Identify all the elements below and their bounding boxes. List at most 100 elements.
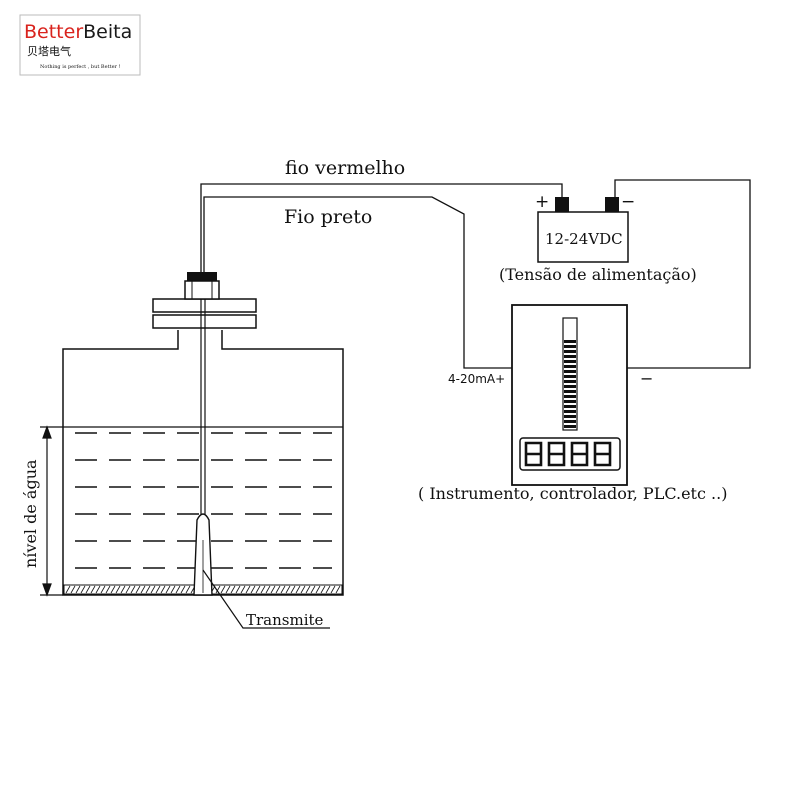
- hatch-line: [330, 585, 336, 594]
- hatch-line: [175, 585, 181, 594]
- hatch-line: [230, 585, 236, 594]
- hatch-line: [100, 585, 106, 594]
- water-level-dimension: [40, 425, 63, 597]
- hatch-line: [290, 585, 296, 594]
- bar-segment: [564, 370, 576, 373]
- hatch-line: [285, 585, 291, 594]
- hatch-line: [335, 585, 341, 594]
- hatch-line: [305, 585, 311, 594]
- hatch-line: [120, 585, 126, 594]
- hatch-line: [295, 585, 301, 594]
- bar-segment: [564, 395, 576, 398]
- hatch-line: [325, 585, 331, 594]
- logo-chinese: 贝塔电气: [27, 44, 71, 58]
- hatch-line: [240, 585, 246, 594]
- hatch-line: [65, 585, 71, 594]
- hatch-line: [245, 585, 251, 594]
- hatch-line: [270, 585, 276, 594]
- svg-text:BetterBeita: BetterBeita: [24, 21, 132, 43]
- bar-segment: [564, 425, 576, 428]
- transmitter-leader: [202, 569, 330, 629]
- hatch-line: [235, 585, 241, 594]
- hatch-line: [135, 585, 141, 594]
- bar-segment: [564, 390, 576, 393]
- hatch-line: [180, 585, 186, 594]
- hatch-line: [150, 585, 156, 594]
- hatch-line: [165, 585, 171, 594]
- hatch-line: [75, 585, 81, 594]
- hatch-line: [260, 585, 266, 594]
- hatch-line: [90, 585, 96, 594]
- cable-gland-icon: [184, 272, 220, 300]
- bar-segment: [564, 415, 576, 418]
- positive-terminal: [555, 197, 569, 212]
- hatch-line: [315, 585, 321, 594]
- instrument-caption: ( Instrumento, controlador, PLC.etc ..): [418, 484, 727, 503]
- bar-segment: [564, 360, 576, 363]
- hatch-line: [320, 585, 326, 594]
- bar-segment: [564, 410, 576, 413]
- hatch-line: [170, 585, 176, 594]
- hatch-line: [115, 585, 121, 594]
- supply-caption: (Tensão de alimentação): [499, 265, 697, 284]
- bar-segment: [564, 340, 576, 343]
- bar-segment: [564, 405, 576, 408]
- hatch-line: [160, 585, 166, 594]
- logo-tagline: Nothing is perfect , but Better !: [40, 64, 121, 70]
- hatch-line: [185, 585, 191, 594]
- digit-8: [524, 441, 543, 467]
- hatch-line: [85, 585, 91, 594]
- minus-sign-right: −: [640, 369, 653, 388]
- hatch-line: [105, 585, 111, 594]
- bar-segment: [564, 380, 576, 383]
- hatch-line: [225, 585, 231, 594]
- bar-segment: [564, 355, 576, 358]
- power-supply: + − 12-24VDC (Tensão de alimentação): [499, 192, 697, 284]
- pressure-transmitter-icon: [193, 513, 213, 596]
- black-wire-label: Fio preto: [284, 206, 372, 228]
- bar-segment: [564, 385, 576, 388]
- hatch-line: [250, 585, 256, 594]
- hatch-line: [215, 585, 221, 594]
- bar-segment: [564, 345, 576, 348]
- hatch-line: [310, 585, 316, 594]
- hatch-line: [275, 585, 281, 594]
- hatch-line: [220, 585, 226, 594]
- bar-segment: [564, 365, 576, 368]
- red-wire: [200, 183, 563, 275]
- bar-graph-icon: [562, 317, 578, 431]
- return-wire: [614, 179, 751, 369]
- red-wire-label: fio vermelho: [285, 157, 405, 179]
- signal-label: 4-20mA+: [448, 372, 505, 386]
- hatch-line: [300, 585, 306, 594]
- wires: [200, 179, 751, 369]
- hatch-line: [95, 585, 101, 594]
- bar-segment: [564, 420, 576, 423]
- minus-sign-top: −: [621, 192, 635, 212]
- bar-segment: [564, 375, 576, 378]
- logo-brand-better: Better: [24, 21, 83, 43]
- hatch-line: [155, 585, 161, 594]
- arrow-up-icon: [42, 425, 52, 439]
- hatch-line: [145, 585, 151, 594]
- logo-frame: [19, 14, 141, 76]
- hatch-line: [265, 585, 271, 594]
- arrow-down-icon: [42, 583, 52, 597]
- battery-icon: [537, 211, 629, 263]
- hatch-line: [255, 585, 261, 594]
- transmitter-label: Transmite: [246, 611, 324, 629]
- digit-8: [547, 441, 566, 467]
- black-wire: [203, 196, 512, 369]
- bar-segment: [564, 400, 576, 403]
- digit-8: [570, 441, 589, 467]
- supply-voltage: 12-24VDC: [545, 230, 623, 248]
- hatch-line: [280, 585, 286, 594]
- seven-segment-display-icon: [524, 441, 612, 467]
- digit-8: [593, 441, 612, 467]
- hatch-line: [110, 585, 116, 594]
- logo-brand-beita: Beita: [83, 21, 132, 43]
- brand-logo: BetterBeita 贝塔电气 Nothing is perfect , bu…: [19, 14, 141, 76]
- hatch-line: [140, 585, 146, 594]
- hatch-line: [130, 585, 136, 594]
